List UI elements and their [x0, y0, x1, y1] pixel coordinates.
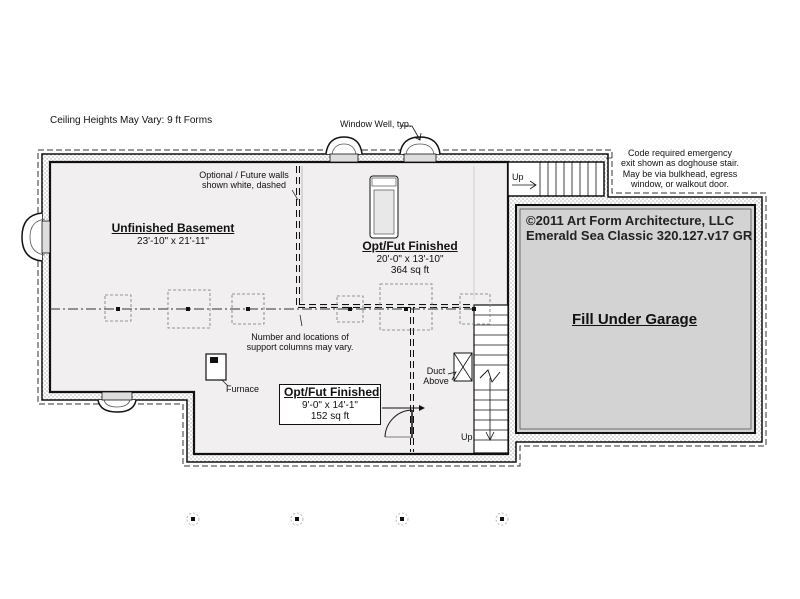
main-stair: [473, 304, 509, 454]
columns-note: Number and locations of support columns …: [240, 332, 360, 353]
room-opt-fut-1-title: Opt/Fut Finished: [362, 239, 458, 253]
piers: [186, 512, 509, 526]
columns-note-line-1: Number and locations of: [251, 332, 349, 342]
room-unfinished-basement: Unfinished Basement 23'-10" x 21'-11": [98, 221, 248, 247]
emergency-note-line-3: May be via bulkhead, egress: [622, 168, 738, 179]
furnace-label: Furnace: [226, 384, 260, 394]
emergency-note-line-1: Code required emergency: [627, 148, 733, 158]
room-opt-fut-1-dims: 20'-0" x 13'-10": [376, 253, 444, 265]
window-well-top-1-icon: [325, 136, 363, 163]
door-swing: [384, 409, 413, 438]
ceiling-note: Ceiling Heights May Vary: 9 ft Forms: [50, 115, 213, 126]
optional-walls-note: Optional / Future walls shown white, das…: [194, 170, 294, 191]
room-opt-fut-2-area: 152 sq ft: [310, 411, 350, 423]
emergency-note-line-4: window, or walkout door.: [630, 179, 730, 190]
garage-fill: [515, 204, 756, 434]
emergency-stair: [507, 161, 605, 197]
columns-leader: [299, 314, 303, 327]
garage-inner-outline: [519, 208, 752, 430]
room-opt-fut-2: Opt/Fut Finished 9'-0" x 14'-1" 152 sq f…: [279, 384, 381, 425]
room-unfinished-dims: 23'-10" x 21'-11": [137, 235, 209, 247]
room-opt-fut-1-area: 364 sq ft: [390, 265, 430, 277]
column-footings: [104, 283, 491, 331]
columns-note-line-2: support columns may vary.: [246, 342, 354, 353]
columns: [116, 307, 476, 311]
window-well-left-icon: [21, 212, 51, 262]
stair-up-bottom-label: Up: [461, 432, 473, 442]
optional-walls-note-line-1: Optional / Future walls: [199, 170, 289, 180]
window-well-leader-arrow: [413, 132, 422, 141]
emergency-note: Code required emergency exit shown as do…: [620, 148, 740, 189]
garage-title: Fill Under Garage: [572, 311, 698, 328]
duct-icon: [447, 352, 473, 382]
window-well-bottom-icon: [97, 391, 137, 413]
room-opt-fut-1: Opt/Fut Finished 20'-0" x 13'-10" 364 sq…: [340, 239, 480, 277]
copyright-note: ©2011 Art Form Architecture, LLC Emerald…: [526, 213, 753, 244]
stair-up-top-label: Up: [512, 172, 524, 182]
duct-above-label: Duct Above: [419, 366, 453, 387]
window-well-leader: [400, 125, 421, 141]
emergency-note-line-2: exit shown as doghouse stair.: [620, 158, 740, 169]
copyright-line-1: ©2011 Art Form Architecture, LLC: [526, 213, 734, 228]
furnace-icon: [205, 353, 229, 387]
window-well-top-2-icon: [399, 136, 441, 163]
copyright-line-2: Emerald Sea Classic 320.127.v17 GR: [526, 227, 753, 243]
duct-label-line-1: Duct: [426, 366, 446, 376]
optional-walls-leader: [291, 189, 299, 201]
treadmill-icon: [369, 175, 399, 239]
optional-walls-note-line-2: shown white, dashed: [201, 180, 287, 191]
room-unfinished-title: Unfinished Basement: [111, 221, 235, 235]
room-opt-fut-2-dims: 9'-0" x 14'-1": [302, 399, 358, 411]
opt-room-2-arrow-head: [419, 405, 425, 411]
duct-label-line-2: Above: [423, 376, 449, 387]
room-opt-fut-2-title: Opt/Fut Finished: [284, 385, 380, 399]
window-well-note: Window Well, typ.: [340, 119, 412, 129]
